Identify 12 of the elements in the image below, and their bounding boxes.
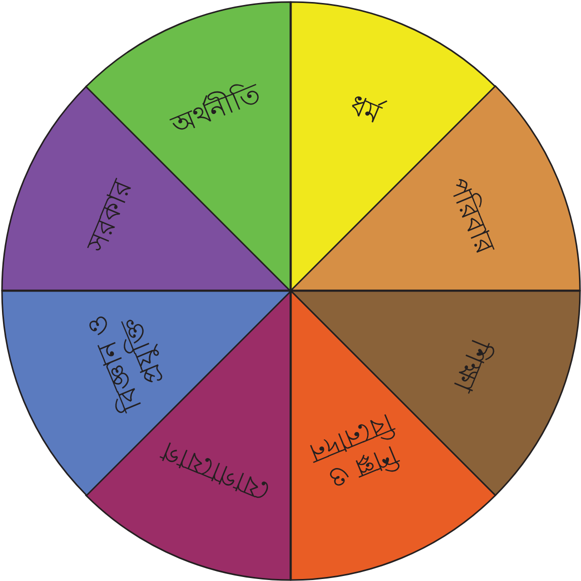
segment-label: সরকার	[80, 174, 140, 258]
segment-label: শিক্ষা	[445, 333, 496, 398]
pie-segment	[290, 2, 495, 290]
pie-segment	[2, 86, 290, 290]
pie-segment	[290, 290, 580, 495]
pie-segment	[86, 290, 290, 580]
segment-label: পরিবার	[440, 172, 502, 260]
pie-segment	[290, 86, 580, 290]
pie-segment	[290, 290, 495, 580]
pie-segment	[86, 2, 290, 290]
segment-label: ধর্ম	[290, 67, 440, 154]
segment-label: বিজ্ঞান ও প্রযুক্তি	[80, 310, 172, 418]
